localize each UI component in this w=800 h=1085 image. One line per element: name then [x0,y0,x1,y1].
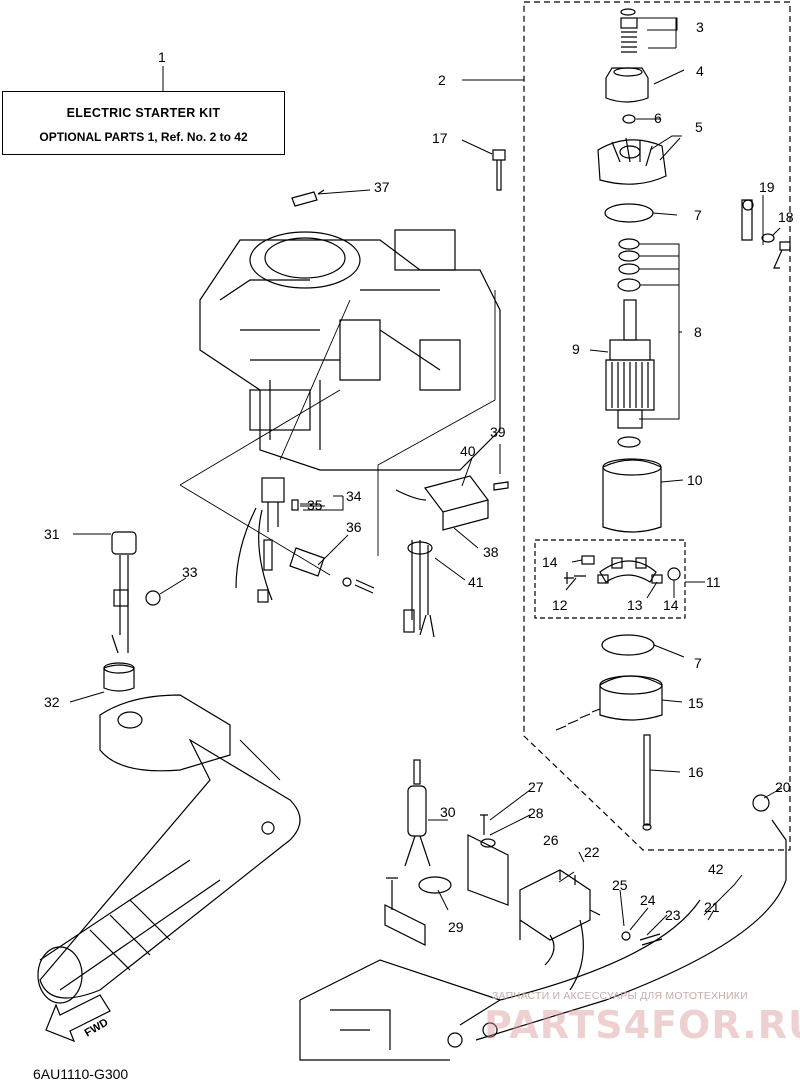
callout-22: 22 [584,844,600,860]
callout-23: 23 [665,907,681,923]
callout-7a: 7 [694,207,702,223]
starter-bolts [492,149,791,269]
callout-8: 8 [694,324,702,340]
engine-block [199,229,501,471]
callout-26: 26 [543,832,559,848]
forward-direction-arrow [45,994,111,1043]
watermark-tagline: ЗАПЧАСТИ И АКСЕССУАРЫ ДЛЯ МОТОТЕХНИКИ [492,990,748,1002]
callout-13: 13 [627,597,643,613]
kit-title: ELECTRIC STARTER KIT [66,106,221,120]
callout-36: 36 [346,519,362,535]
neutral-switch-bracket [299,759,509,1061]
callout-3: 3 [696,19,704,35]
starter-motor-parts [555,8,681,831]
callout-2: 2 [438,72,446,88]
callout-32: 32 [44,694,60,710]
watermark-logo: PARTS4FOR.RU [484,1003,800,1047]
callout-11: 11 [706,574,721,590]
callout-4: 4 [696,63,704,79]
callout-21: 21 [704,899,720,915]
callout-18: 18 [778,209,794,225]
callout-33: 33 [182,564,198,580]
callout-39: 39 [490,424,506,440]
starter-relay-cables [447,794,787,1048]
callout-14a: 14 [542,554,558,570]
callout-20: 20 [775,779,791,795]
callout-leader-lines [69,17,783,936]
electric-starter-kit-box: ELECTRIC STARTER KIT OPTIONAL PARTS 1, R… [2,91,285,155]
callout-28: 28 [528,805,544,821]
starter-switch [103,531,161,692]
callout-14b: 14 [663,597,679,613]
callout-1: 1 [158,49,166,65]
callout-42: 42 [708,861,724,877]
starter-kit-boundary [523,1,791,851]
callout-6: 6 [654,110,662,126]
callout-40: 40 [460,443,476,459]
tiller-handle [37,694,301,1004]
callout-9: 9 [572,341,580,357]
callout-15: 15 [688,695,704,711]
callout-10: 10 [687,472,703,488]
callout-35: 35 [307,497,323,513]
callout-24: 24 [640,892,656,908]
kit-subtitle: OPTIONAL PARTS 1, Ref. No. 2 to 42 [39,130,248,144]
callout-30: 30 [440,804,456,820]
rectifier-assembly [395,475,509,638]
callout-31: 31 [44,526,60,542]
callout-12: 12 [552,597,568,613]
callout-27: 27 [528,779,544,795]
callout-37: 37 [374,179,390,195]
callout-17: 17 [432,130,448,146]
callout-34: 34 [346,488,362,504]
callout-7b: 7 [694,655,702,671]
callout-29: 29 [448,919,464,935]
brush-holder-boundary [534,539,686,619]
callout-19: 19 [759,179,775,195]
wire-harness [235,477,375,603]
callout-41: 41 [468,574,484,590]
callout-38: 38 [483,544,499,560]
callout-16: 16 [688,764,704,780]
callout-25: 25 [612,877,628,893]
callout-5: 5 [695,119,703,135]
diagram-code: 6AU1110-G300 [33,1066,129,1082]
